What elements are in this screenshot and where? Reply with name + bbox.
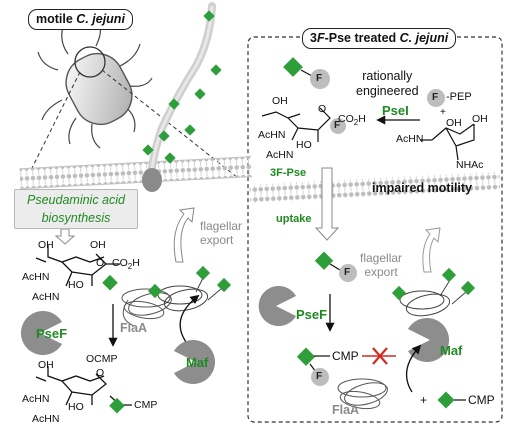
left-co2h-co: CO (112, 257, 128, 269)
membrane-right (249, 171, 501, 203)
uptake-label: uptake (276, 213, 312, 225)
bacterium-cell (37, 17, 153, 149)
right-f-cmp: F (316, 371, 323, 382)
right-title-num: 3 (310, 31, 317, 45)
left-ho: HO (68, 279, 84, 291)
membrane (19, 156, 253, 190)
right-flagellar-export: flagellar export (360, 252, 402, 278)
product-oh: OH (272, 95, 288, 107)
fpep-label: -PEP (446, 91, 472, 103)
right-plus2: + (420, 393, 428, 407)
left-panel-title: motile C. jejuni (28, 9, 133, 30)
left-title-species: C. jejuni (76, 12, 125, 26)
left-ring-o2: O (96, 367, 105, 379)
pathway-line1: Pseudaminic acid (27, 193, 125, 207)
left-flaa-label: FlaA (120, 321, 148, 335)
engineered-line: engineered (356, 83, 419, 98)
left-co2h-h: H (132, 257, 140, 269)
product-f: F (334, 120, 341, 131)
left-achn4: AcHN (32, 413, 60, 425)
left-co2h: CO2H (112, 258, 140, 271)
substrate-achn: AcHN (396, 133, 424, 145)
maf-enzyme-left (174, 339, 216, 384)
right-flagellar-line1: flagellar (360, 251, 403, 265)
right-flaa-label: FlaA (332, 403, 360, 417)
left-cmp: CMP (134, 399, 158, 411)
pse-structure-left (35, 245, 120, 287)
left-oh-top-2: OH (38, 359, 54, 371)
psef-enzyme-left (20, 311, 63, 356)
product-co2h: CO2H (338, 114, 366, 127)
rationally-engineered: rationally engineered (356, 70, 419, 97)
rationally-line: rationally (362, 69, 413, 83)
pathway-line2: biosynthesis (41, 211, 111, 225)
product-o: O (318, 103, 327, 115)
product-co2h-h: H (358, 113, 366, 125)
left-flagellar-export: flagellar export (200, 220, 242, 246)
psei-label: PseI (382, 103, 409, 118)
left-psef-label: PseF (36, 326, 68, 341)
right-flagellar-line2: export (364, 265, 398, 279)
left-title-prefix: motile (36, 12, 77, 26)
product-co2h-co: CO (338, 113, 354, 125)
flaa-protein-left (121, 288, 172, 327)
left-achn2: AcHN (32, 291, 60, 303)
pathway-box: Pseudaminic acid biosynthesis (14, 189, 138, 229)
right-psef-label: PseF (296, 307, 328, 322)
substrate-nhac: NHAc (456, 159, 484, 171)
left-oh-top: OH (38, 239, 54, 251)
right-panel-title: 3F-Pse treated C. jejuni (302, 28, 457, 49)
left-flagellar-line1: flagellar (200, 219, 243, 233)
right-maf-label: Maf (440, 343, 463, 358)
substrate-oh-b: OH (472, 113, 488, 125)
substrate-oh-a: OH (446, 117, 462, 129)
left-maf-label: Maf (186, 355, 209, 370)
right-title-f: F (316, 31, 325, 45)
psef-enzyme-right (258, 286, 296, 326)
product-achn2: AcHN (266, 149, 294, 161)
left-ho2: HO (68, 401, 84, 413)
left-oh-ring: OH (90, 239, 106, 251)
left-ring-o1: O (96, 257, 105, 269)
impaired-motility: impaired motility (372, 181, 473, 195)
left-achn1: AcHN (22, 271, 50, 283)
right-cmp2: CMP (468, 393, 495, 407)
right-title-mid: -Pse treated (324, 31, 400, 45)
fpep-f: F (432, 92, 439, 103)
left-achn3: AcHN (22, 393, 50, 405)
right-title-species: C. jejuni (399, 31, 449, 45)
left-flagellar-line2: export (200, 233, 234, 247)
left-ocmp: OCMP (86, 353, 118, 365)
pse3f-label: 3F-Pse (270, 167, 307, 179)
fpep-plus: + (440, 107, 446, 118)
product-ho: HO (296, 139, 312, 151)
left-co2h-sub: 2 (127, 262, 133, 272)
right-f-top: F (316, 73, 323, 84)
product-co2h-sub: 2 (353, 118, 359, 128)
right-f-mid: F (344, 267, 351, 278)
product-achn1: AcHN (258, 129, 286, 141)
right-cmp: CMP (332, 349, 359, 363)
